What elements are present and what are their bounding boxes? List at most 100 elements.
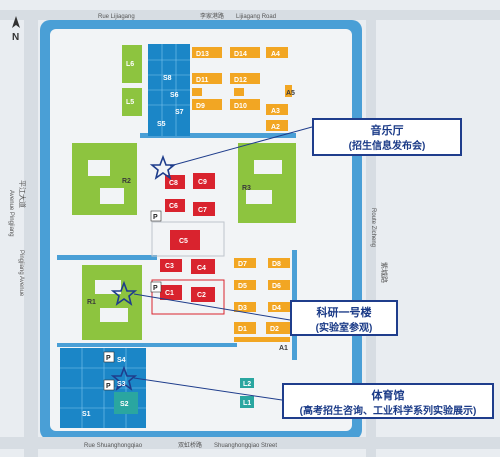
r3-court-1 — [254, 160, 282, 174]
building-l5 — [122, 88, 142, 116]
label-s4: S4 — [117, 357, 126, 364]
label-d5: D5 — [238, 283, 247, 290]
label-d10: D10 — [234, 103, 247, 110]
north-arrow-icon: N — [12, 16, 20, 42]
label-d12: D12 — [234, 77, 247, 84]
building-c4 — [191, 259, 215, 274]
label-l5: L5 — [126, 99, 134, 106]
road-south-fr: Rue Shuanghongqiao — [84, 443, 143, 449]
callout-research-building-subtitle: (实验室参观) — [315, 323, 373, 334]
building-c6 — [165, 199, 185, 212]
road-west-cn: 平江大道 — [18, 180, 27, 208]
label-r1: R1 — [87, 299, 96, 306]
building-d4 — [268, 302, 290, 312]
label-c4: C4 — [197, 265, 206, 272]
r2-court-1 — [88, 160, 110, 176]
label-c2: C2 — [197, 292, 206, 299]
building-d8 — [268, 258, 290, 268]
building-d13 — [192, 47, 222, 58]
label-s3: S3 — [117, 381, 126, 388]
label-d6: D6 — [272, 283, 281, 290]
callout-gymnasium-title: 体育馆 — [371, 390, 405, 402]
building-d14 — [230, 47, 260, 58]
label-l2: L2 — [243, 381, 251, 388]
label-c1: C1 — [165, 290, 174, 297]
building-c1 — [160, 285, 182, 300]
building-small-2 — [234, 88, 244, 96]
building-small-1 — [192, 88, 202, 96]
parking-label-2: P — [153, 285, 158, 292]
label-r2: R2 — [122, 178, 131, 185]
building-a2 — [266, 120, 288, 131]
building-d6 — [268, 280, 290, 290]
canal-1 — [140, 133, 296, 138]
label-d1: D1 — [238, 326, 247, 333]
leader-music-hall — [169, 126, 313, 167]
callout-music-hall-title: 音乐厅 — [370, 125, 404, 137]
label-r3: R3 — [242, 185, 251, 192]
road-east-cn: 紫城路 — [380, 262, 389, 283]
label-c9: C9 — [198, 179, 207, 186]
label-c8: C8 — [169, 180, 178, 187]
label-l1: L1 — [243, 400, 251, 407]
label-d3: D3 — [238, 305, 247, 312]
r3-court-2 — [246, 190, 272, 204]
building-a4 — [266, 47, 288, 58]
field-grid — [148, 44, 190, 136]
label-c6: C6 — [169, 203, 178, 210]
callout-gymnasium: 体育馆 (高考招生咨询、工业科学系列实验展示) — [282, 383, 494, 419]
label-s6: S6 — [170, 92, 179, 99]
building-c9 — [193, 173, 215, 189]
label-c7: C7 — [198, 207, 207, 214]
callout-music-hall-subtitle: (招生信息发布会) — [348, 141, 426, 152]
east-road — [366, 10, 376, 457]
label-s1: S1 — [82, 411, 91, 418]
r2-court-2 — [100, 188, 124, 204]
road-north-fr: Rue Lijiagang — [98, 14, 135, 20]
label-s8: S8 — [163, 75, 172, 82]
building-d3 — [234, 302, 256, 312]
road-south-cn: 双虹桥路 — [178, 441, 202, 449]
r1-court-2 — [100, 308, 128, 322]
building-l1 — [240, 396, 254, 408]
label-d7: D7 — [238, 261, 247, 268]
building-d10 — [230, 99, 260, 110]
label-d9: D9 — [196, 103, 205, 110]
parking-label-4: P — [106, 383, 111, 390]
north-road — [0, 10, 500, 20]
leader-gym — [133, 377, 283, 401]
label-d2: D2 — [270, 326, 279, 333]
label-d4: D4 — [272, 305, 281, 312]
callout-research-building: 科研一号楼 (实验室参观) — [290, 300, 398, 336]
label-a3: A3 — [271, 108, 280, 115]
label-d8: D8 — [272, 261, 281, 268]
parking-label-3: P — [106, 355, 111, 362]
label-l6: L6 — [126, 61, 134, 68]
building-d5 — [234, 280, 256, 290]
road-south-en: Shuanghongqiao Street — [214, 443, 277, 449]
building-a1 — [234, 337, 290, 342]
label-a4: A4 — [271, 51, 280, 58]
building-c3 — [160, 259, 182, 272]
label-d13: D13 — [196, 51, 209, 58]
building-d11 — [192, 73, 222, 84]
building-a3 — [266, 104, 288, 115]
label-s2: S2 — [120, 401, 129, 408]
star-gymnasium — [110, 365, 138, 391]
building-d7 — [234, 258, 256, 268]
star-music-hall — [149, 154, 177, 180]
building-s2 — [114, 392, 138, 414]
road-north-cn: 李家港路 — [200, 12, 224, 20]
building-r1 — [82, 265, 142, 340]
building-d9 — [192, 99, 222, 110]
callout-music-hall: 音乐厅 (招生信息发布会) — [312, 118, 462, 156]
compass: N — [4, 16, 28, 42]
west-road — [24, 10, 38, 457]
central-complex-outline — [151, 221, 225, 257]
compass-label: N — [12, 32, 19, 42]
building-r3 — [238, 143, 296, 223]
road-west-en: Pingjiang Avenue — [18, 250, 24, 297]
building-a5 — [285, 85, 292, 97]
